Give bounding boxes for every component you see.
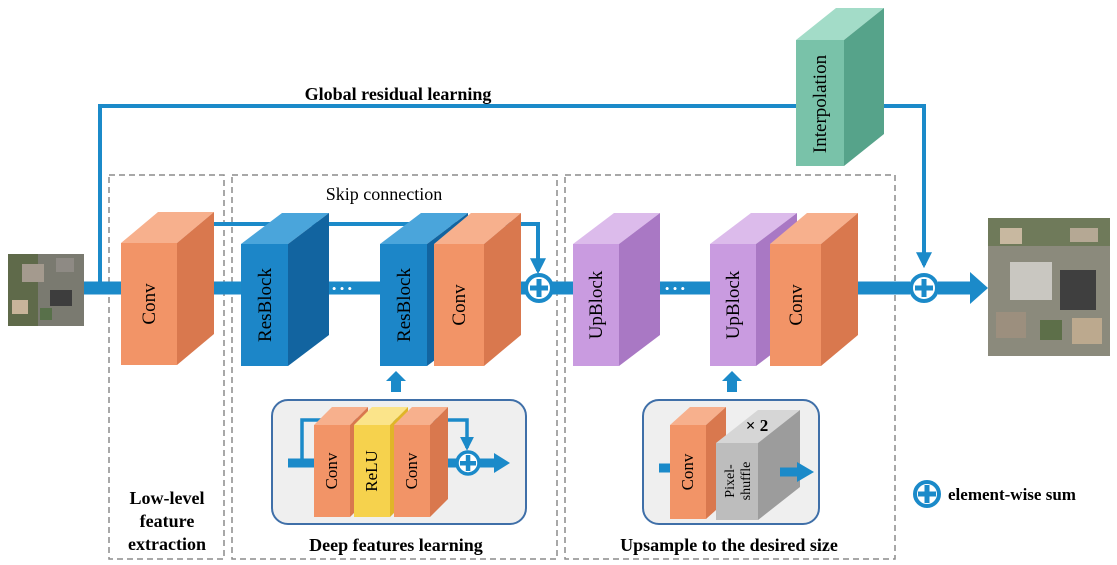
output-arrowhead bbox=[970, 272, 988, 304]
legend-sum-icon bbox=[913, 480, 941, 508]
output-image bbox=[988, 218, 1110, 356]
conv-label-3: Conv bbox=[786, 284, 807, 326]
interpolation-block: Interpolation bbox=[796, 8, 884, 166]
sum-node-1 bbox=[524, 273, 554, 303]
global-residual-label: Global residual learning bbox=[305, 84, 492, 104]
upblock-inset: Conv Pixel- shuffle × 2 bbox=[642, 399, 820, 525]
conv-block-1: Conv bbox=[121, 212, 214, 365]
legend-sum-label: element-wise sum bbox=[948, 485, 1076, 504]
times-two-label: × 2 bbox=[746, 416, 768, 435]
conv-block-2: Conv bbox=[434, 213, 521, 366]
interpolation-output-path bbox=[880, 104, 932, 269]
low-level-frame bbox=[108, 174, 225, 560]
conv-label-1: Conv bbox=[139, 283, 160, 325]
upblock-label-1: UpBlock bbox=[586, 270, 607, 339]
inset-pixel-label-1: Pixel- bbox=[723, 464, 738, 498]
resblock-1: ResBlock bbox=[241, 213, 329, 366]
inset-conv-label-c: Conv bbox=[678, 453, 697, 490]
deep-features-label: Deep features learning bbox=[309, 535, 483, 555]
input-image bbox=[8, 254, 84, 326]
upblock-detail-arrow bbox=[722, 371, 742, 392]
inset-conv-label-b: Conv bbox=[402, 452, 421, 489]
upsample-label: Upsample to the desired size bbox=[620, 535, 838, 555]
conv-block-3: Conv bbox=[770, 213, 858, 366]
low-level-label-1: Low-level bbox=[130, 488, 205, 508]
low-level-label-3: extraction bbox=[128, 534, 206, 554]
conv-label-2: Conv bbox=[449, 284, 470, 326]
resblock-label-1: ResBlock bbox=[255, 268, 276, 342]
inset-relu-label: ReLU bbox=[362, 450, 381, 492]
global-residual-path bbox=[98, 104, 870, 288]
resblock-detail-arrow bbox=[386, 371, 406, 392]
inset-pixel-label-2: shuffle bbox=[739, 462, 754, 501]
resblock-label-2: ResBlock bbox=[394, 268, 415, 342]
inset-conv-label-a: Conv bbox=[322, 452, 341, 489]
low-level-label-2: feature bbox=[140, 511, 195, 531]
skip-connection-label: Skip connection bbox=[326, 184, 442, 204]
res-ellipsis: • • • bbox=[332, 281, 352, 296]
upblock-1: UpBlock bbox=[573, 213, 660, 366]
resblock-inset: Conv ReLU Conv bbox=[271, 399, 527, 525]
upblock-label-2: UpBlock bbox=[723, 270, 744, 339]
interpolation-label: Interpolation bbox=[810, 54, 831, 153]
upsample-frame bbox=[564, 174, 896, 560]
sum-node-2 bbox=[909, 273, 939, 303]
up-ellipsis: • • • bbox=[665, 281, 685, 296]
deep-features-frame bbox=[231, 174, 558, 560]
